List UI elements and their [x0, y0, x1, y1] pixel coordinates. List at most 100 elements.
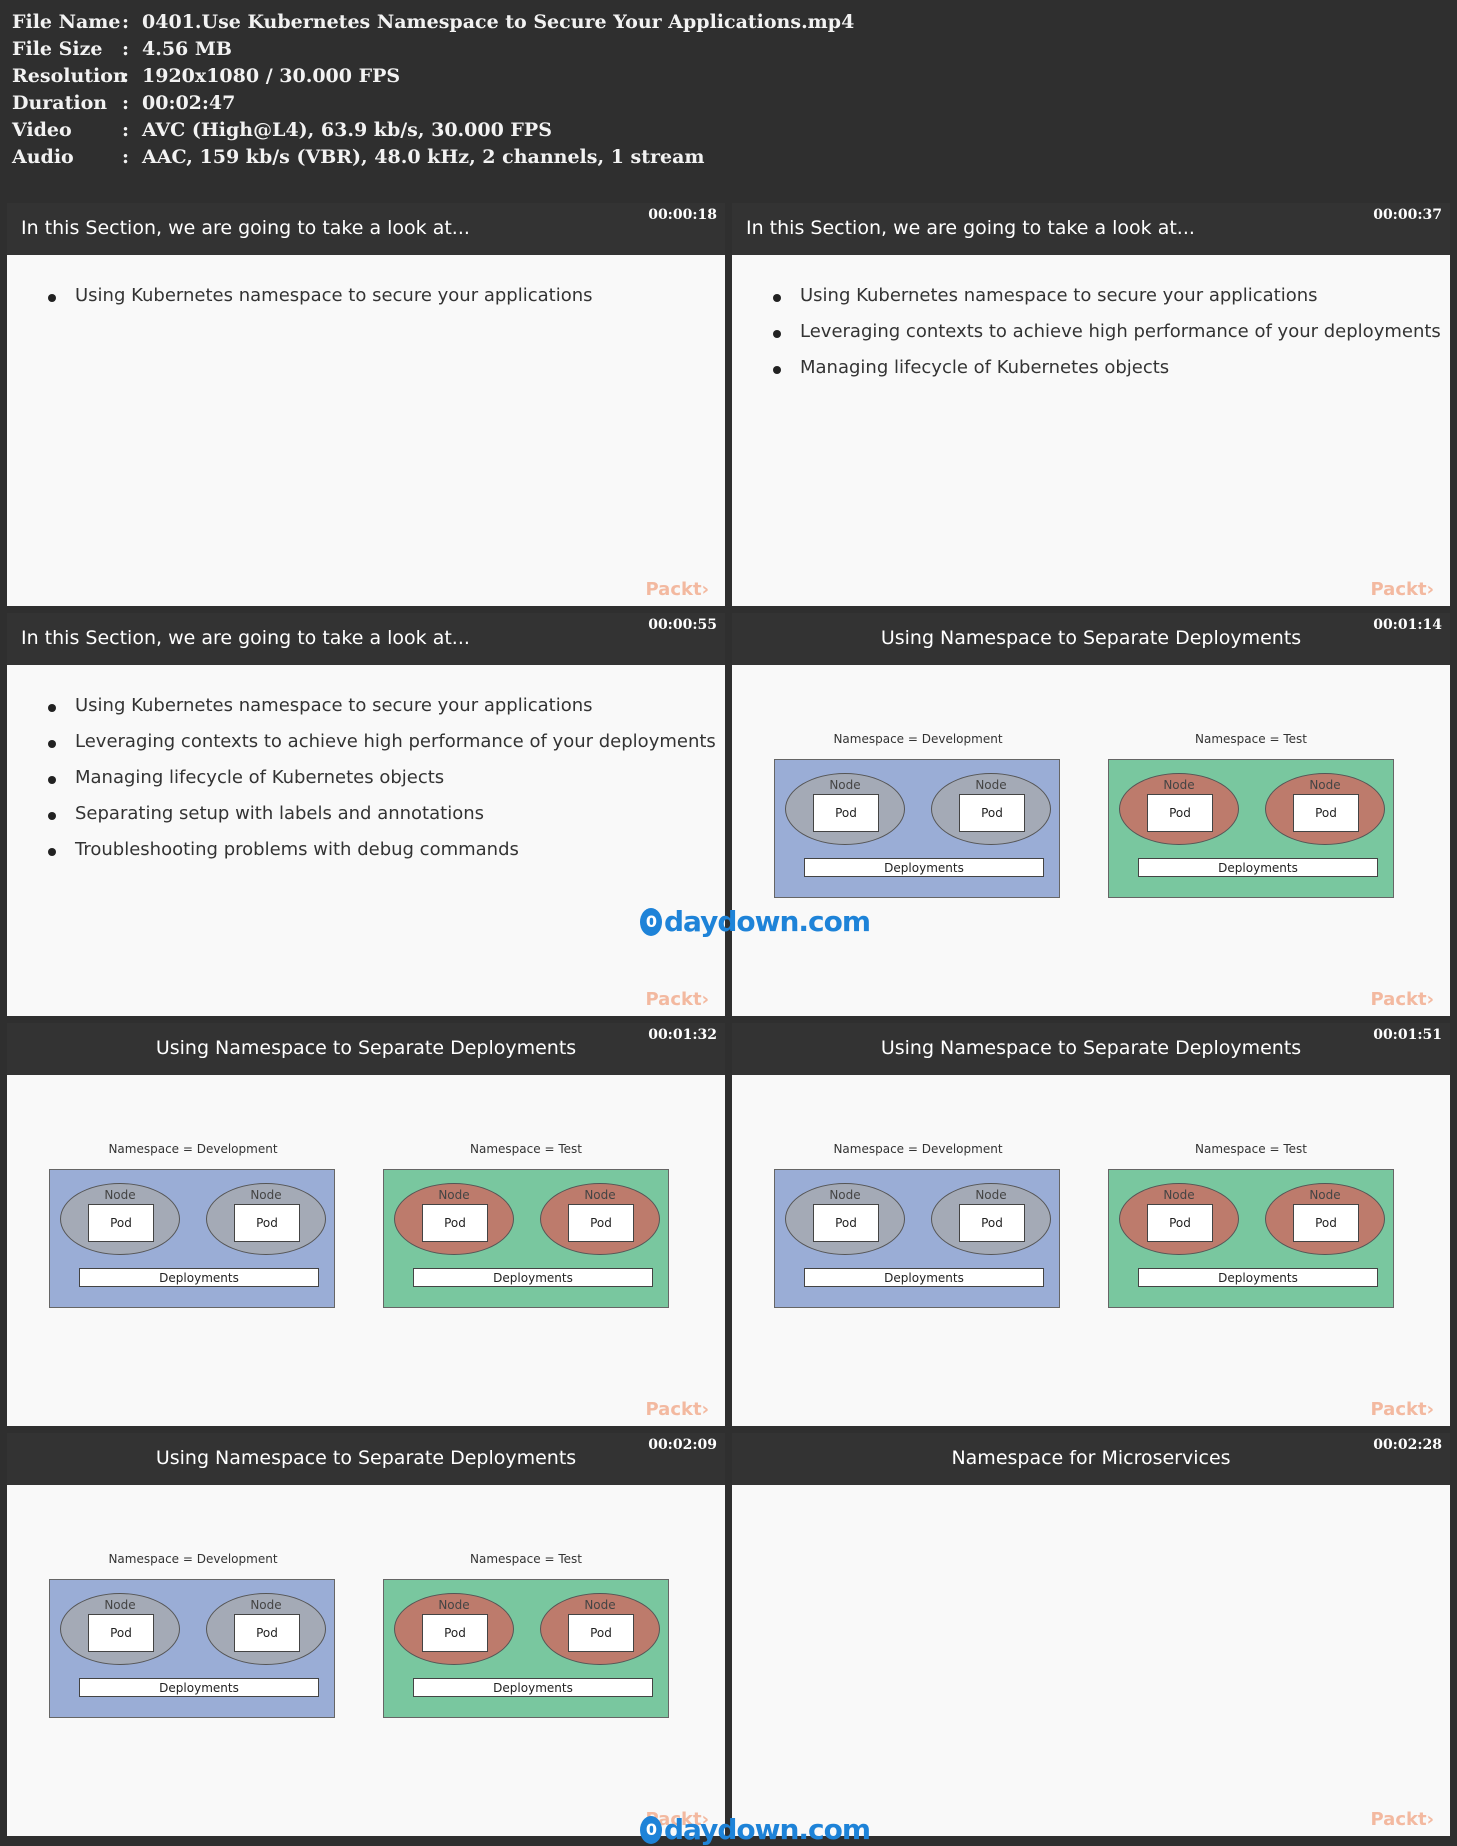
- file-info-key: Audio: [12, 145, 74, 168]
- namespace-label: Namespace = Development: [833, 1142, 1003, 1156]
- slide-title: In this Section, we are going to take a …: [21, 217, 470, 239]
- node-ellipse: Node Pod: [206, 1183, 326, 1255]
- timestamp: 00:01:32: [648, 1027, 717, 1043]
- watermark-logo: 0 daydown.com: [640, 905, 871, 938]
- namespace-box-test: Node Pod Node Pod Deployments: [383, 1579, 669, 1718]
- slide-title-bar: Namespace for Microservices 00:02:28: [732, 1433, 1450, 1485]
- node-ellipse: Node Pod: [394, 1183, 514, 1255]
- node-label: Node: [1163, 1188, 1195, 1202]
- namespace-box-test: Node Pod Node Pod Deployments: [383, 1169, 669, 1308]
- slide-title: Using Namespace to Separate Deployments: [880, 627, 1302, 649]
- node-label: Node: [1309, 778, 1341, 792]
- bullet-item: Using Kubernetes namespace to secure you…: [41, 278, 593, 314]
- deployments-box: Deployments: [79, 1678, 319, 1697]
- pod-box: Pod: [422, 1614, 488, 1652]
- namespace-label: Namespace = Development: [108, 1552, 278, 1566]
- file-info: File Name : 0401.Use Kubernetes Namespac…: [12, 8, 854, 170]
- pod-box: Pod: [422, 1204, 488, 1242]
- timestamp: 00:00:55: [648, 617, 717, 633]
- file-info-colon: :: [122, 91, 130, 114]
- pod-box: Pod: [813, 1204, 879, 1242]
- node-label: Node: [829, 1188, 861, 1202]
- slide-title-bar: Using Namespace to Separate Deployments …: [7, 1433, 725, 1485]
- packt-logo: Packt›: [645, 1399, 709, 1420]
- node-ellipse: Node Pod: [785, 773, 905, 845]
- node-label: Node: [104, 1598, 136, 1612]
- node-ellipse: Node Pod: [540, 1593, 660, 1665]
- pod-box: Pod: [88, 1204, 154, 1242]
- bullet-item: Managing lifecycle of Kubernetes objects: [41, 760, 716, 796]
- file-info-row: Resolution : 1920x1080 / 30.000 FPS: [12, 62, 854, 89]
- bullet-item: Managing lifecycle of Kubernetes objects: [766, 350, 1441, 386]
- timestamp: 00:01:14: [1373, 617, 1442, 633]
- bullet-item: Using Kubernetes namespace to secure you…: [766, 278, 1441, 314]
- slide-title-bar: In this Section, we are going to take a …: [732, 203, 1450, 255]
- node-label: Node: [250, 1598, 282, 1612]
- slide-title: Using Namespace to Separate Deployments: [155, 1037, 577, 1059]
- namespace-box-development: Node Pod Node Pod Deployments: [774, 1169, 1060, 1308]
- namespace-box-development: Node Pod Node Pod Deployments: [49, 1169, 335, 1308]
- file-info-colon: :: [122, 37, 130, 60]
- file-info-key: File Name: [12, 10, 121, 33]
- node-label: Node: [438, 1598, 470, 1612]
- packt-logo: Packt›: [1370, 1809, 1434, 1830]
- bullet-list: Using Kubernetes namespace to secure you…: [41, 278, 593, 314]
- timestamp: 00:01:51: [1373, 1027, 1442, 1043]
- bullet-item: Leveraging contexts to achieve high perf…: [766, 314, 1441, 350]
- node-label: Node: [250, 1188, 282, 1202]
- packt-logo: Packt›: [645, 579, 709, 600]
- thumbnail-frame-7: Using Namespace to Separate Deployments …: [7, 1433, 725, 1836]
- deployments-box: Deployments: [1138, 1268, 1378, 1287]
- timestamp: 00:02:28: [1373, 1437, 1442, 1453]
- thumbnail-frame-4: Using Namespace to Separate Deployments …: [732, 613, 1450, 1016]
- node-ellipse: Node Pod: [206, 1593, 326, 1665]
- bullet-list: Using Kubernetes namespace to secure you…: [41, 688, 716, 868]
- file-info-value: 1920x1080 / 30.000 FPS: [142, 64, 401, 87]
- file-info-colon: :: [122, 118, 130, 141]
- watermark-text: daydown.com: [664, 1813, 871, 1846]
- timestamp: 00:02:09: [648, 1437, 717, 1453]
- deployments-box: Deployments: [1138, 858, 1378, 877]
- watermark-zero-icon: 0: [640, 1815, 662, 1844]
- watermark-zero-icon: 0: [640, 907, 662, 936]
- thumbnail-frame-5: Using Namespace to Separate Deployments …: [7, 1023, 725, 1426]
- packt-logo: Packt›: [1370, 579, 1434, 600]
- node-label: Node: [975, 778, 1007, 792]
- namespace-label: Namespace = Development: [108, 1142, 278, 1156]
- pod-box: Pod: [1147, 794, 1213, 832]
- bullet-item: Troubleshooting problems with debug comm…: [41, 832, 716, 868]
- packt-logo: Packt›: [645, 989, 709, 1010]
- file-info-row: Duration : 00:02:47: [12, 89, 854, 116]
- file-info-row: File Name : 0401.Use Kubernetes Namespac…: [12, 8, 854, 35]
- node-ellipse: Node Pod: [785, 1183, 905, 1255]
- node-label: Node: [584, 1188, 616, 1202]
- namespace-box-test: Node Pod Node Pod Deployments: [1108, 759, 1394, 898]
- slide-title-bar: Using Namespace to Separate Deployments …: [7, 1023, 725, 1075]
- node-label: Node: [1163, 778, 1195, 792]
- thumbnail-frame-1: In this Section, we are going to take a …: [7, 203, 725, 606]
- file-info-key: Resolution: [12, 64, 127, 87]
- node-ellipse: Node Pod: [60, 1593, 180, 1665]
- bullet-item: Leveraging contexts to achieve high perf…: [41, 724, 716, 760]
- pod-box: Pod: [813, 794, 879, 832]
- namespace-box-test: Node Pod Node Pod Deployments: [1108, 1169, 1394, 1308]
- pod-box: Pod: [1293, 794, 1359, 832]
- node-ellipse: Node Pod: [1265, 1183, 1385, 1255]
- bullet-list: Using Kubernetes namespace to secure you…: [766, 278, 1441, 386]
- slide-title: Using Namespace to Separate Deployments: [155, 1447, 577, 1469]
- node-label: Node: [975, 1188, 1007, 1202]
- namespace-box-development: Node Pod Node Pod Deployments: [774, 759, 1060, 898]
- slide-title-bar: In this Section, we are going to take a …: [7, 613, 725, 665]
- pod-box: Pod: [234, 1204, 300, 1242]
- file-info-colon: :: [122, 10, 130, 33]
- pod-box: Pod: [234, 1614, 300, 1652]
- packt-logo: Packt›: [1370, 989, 1434, 1010]
- node-ellipse: Node Pod: [1119, 773, 1239, 845]
- deployments-box: Deployments: [804, 858, 1044, 877]
- node-ellipse: Node Pod: [1119, 1183, 1239, 1255]
- node-label: Node: [104, 1188, 136, 1202]
- namespace-label: Namespace = Test: [1195, 732, 1307, 746]
- node-label: Node: [829, 778, 861, 792]
- pod-box: Pod: [959, 1204, 1025, 1242]
- packt-logo: Packt›: [1370, 1399, 1434, 1420]
